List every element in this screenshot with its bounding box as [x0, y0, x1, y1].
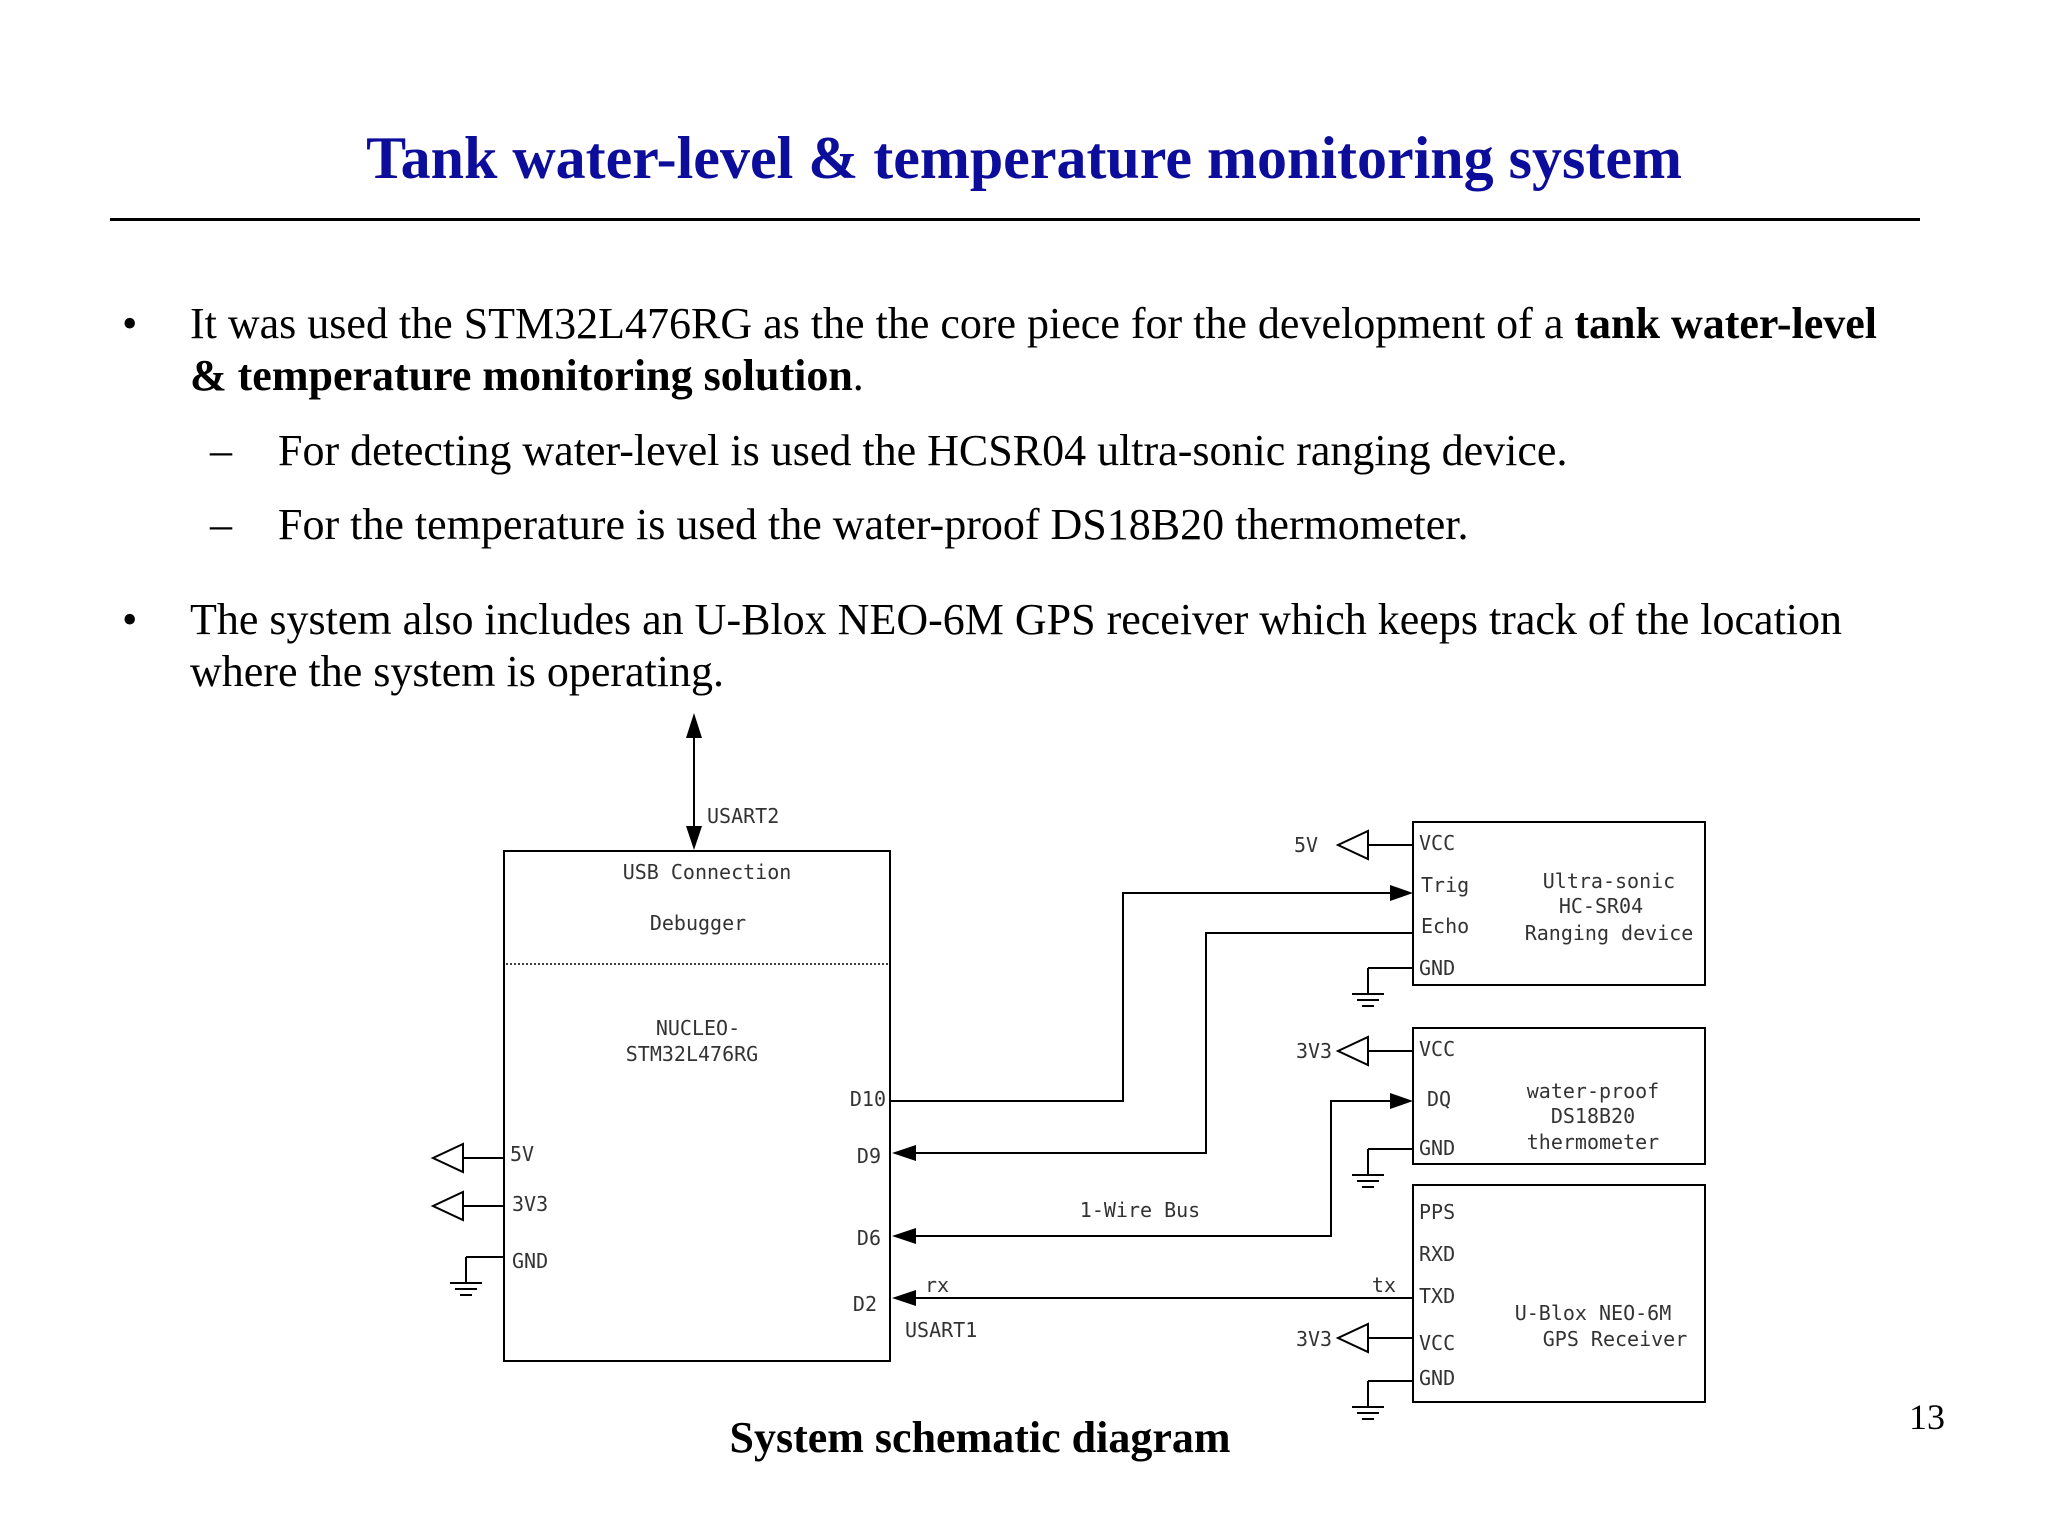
thermometer-pin-vcc: VCC: [1419, 1037, 1455, 1061]
bullet-text-end: .: [852, 351, 864, 400]
signal-wiring: 1-Wire Bus rx tx USART1: [890, 885, 1413, 1342]
bullet-marker: •: [122, 299, 138, 348]
arrow-left-icon: [892, 1145, 916, 1161]
arrow-right-icon: [1390, 885, 1413, 901]
thermometer-pin-dq: DQ: [1427, 1087, 1451, 1111]
gps-name-line2: GPS Receiver: [1543, 1327, 1688, 1351]
debugger-label: Debugger: [650, 911, 746, 935]
sub-bullet-temperature: For the temperature is used the water-pr…: [278, 500, 1469, 549]
bullet-gps: The system also includes an U-Blox NEO-6…: [190, 595, 1843, 696]
arrow-down-icon: [686, 826, 702, 850]
bullet-stm32-core: It was used the STM32L476RG as the the c…: [190, 298, 1910, 402]
slide-title: Tank water-level & temperature monitorin…: [366, 125, 1682, 191]
gps-pin-txd: TXD: [1419, 1284, 1455, 1308]
gps-name-line1: U-Blox NEO-6M: [1515, 1301, 1672, 1325]
usart2-label: USART2: [707, 804, 779, 828]
pin-d2-label: D2: [853, 1292, 877, 1316]
gps-pin-rxd: RXD: [1419, 1242, 1455, 1266]
usb-connection-label: USB Connection: [623, 860, 792, 884]
board-name-line1: NUCLEO-: [656, 1016, 740, 1040]
ultrasonic-pin-trig: Trig: [1421, 873, 1469, 897]
gps-pin-pps: PPS: [1419, 1200, 1455, 1224]
power-flag-5v-icon: [1335, 829, 1369, 861]
usart1-label: USART1: [905, 1318, 977, 1342]
tx-label: tx: [1372, 1273, 1396, 1297]
thermometer-3v3-label: 3V3: [1296, 1039, 1332, 1063]
thermometer-name-line3: thermometer: [1527, 1130, 1659, 1154]
ultrasonic-5v-label: 5V: [1294, 833, 1318, 857]
ultrasonic-sensor: VCC Trig Echo GND Ultra-sonic HC-SR04 Ra…: [1294, 821, 1706, 1007]
page-number: 13: [1909, 1397, 1945, 1437]
pin-d10-label: D10: [850, 1087, 886, 1111]
gps-pin-gnd: GND: [1419, 1366, 1455, 1390]
power-flag-5v-icon: [430, 1142, 464, 1174]
ultrasonic-pin-echo: Echo: [1421, 914, 1469, 938]
ultrasonic-name-line1: Ultra-sonic: [1543, 869, 1675, 893]
power-flag-3v3-icon: [430, 1190, 464, 1222]
ultrasonic-pin-vcc: VCC: [1419, 831, 1455, 855]
sub-bullet-marker: –: [210, 500, 232, 549]
nucleo-board-outline: [503, 850, 891, 1362]
thermometer-name-line1: water-proof: [1527, 1079, 1659, 1103]
thermometer-box: [1412, 1027, 1706, 1165]
arrow-up-icon: [686, 713, 702, 738]
gps-receiver: PPS RXD TXD VCC GND U-Blox NEO-6M GPS Re…: [1296, 1184, 1706, 1420]
ultrasonic-name-line2: HC-SR04: [1559, 894, 1643, 918]
gps-3v3-label: 3V3: [1296, 1327, 1332, 1351]
thermometer-pin-gnd: GND: [1419, 1136, 1455, 1160]
pin-d6-label: D6: [857, 1226, 881, 1250]
onewire-bus-label: 1-Wire Bus: [1080, 1198, 1200, 1222]
diagram-caption: System schematic diagram: [729, 1413, 1231, 1462]
bullet-text-bold: tank water-level & temperature monitorin…: [190, 299, 1877, 400]
wire-onewire-bus: [912, 1100, 1394, 1237]
nucleo-power-supply: [430, 1142, 504, 1296]
pin-d9-label: D9: [857, 1144, 881, 1168]
wire-echo-d9: [912, 932, 1413, 1154]
ultrasonic-box: [1412, 821, 1706, 986]
arrow-left-icon: [892, 1290, 916, 1306]
sub-bullet-marker: –: [210, 426, 232, 475]
thermometer-name-line2: DS18B20: [1551, 1104, 1635, 1128]
bullet-marker: •: [122, 595, 138, 644]
pin-5v-label: 5V: [510, 1142, 534, 1166]
rx-label: rx: [925, 1273, 949, 1297]
arrow-right-icon: [1390, 1093, 1413, 1109]
bullet-text-plain: It was used the STM32L476RG as the the c…: [190, 299, 1575, 348]
thermometer-sensor: VCC DQ GND water-proof DS18B20 thermomet…: [1296, 1027, 1706, 1188]
ultrasonic-name-line3: Ranging device: [1525, 921, 1694, 945]
nucleo-board: USB Connection Debugger NUCLEO- STM32L47…: [503, 850, 891, 1362]
sub-bullet-water-level: For detecting water-level is used the HC…: [278, 426, 1568, 475]
power-flag-3v3-icon: [1335, 1322, 1369, 1354]
ultrasonic-pin-gnd: GND: [1419, 956, 1455, 980]
pin-3v3-label: 3V3: [512, 1192, 548, 1216]
board-name-line2: STM32L476RG: [626, 1042, 758, 1066]
arrow-left-icon: [892, 1228, 916, 1244]
title-divider: [110, 218, 1920, 221]
gps-pin-vcc: VCC: [1419, 1331, 1455, 1355]
power-flag-3v3-icon: [1335, 1035, 1369, 1067]
gps-box: [1412, 1184, 1706, 1403]
usart2-connection: USART2: [686, 713, 779, 850]
wire-d10-trig: [890, 892, 1394, 1102]
pin-gnd-label: GND: [512, 1249, 548, 1273]
